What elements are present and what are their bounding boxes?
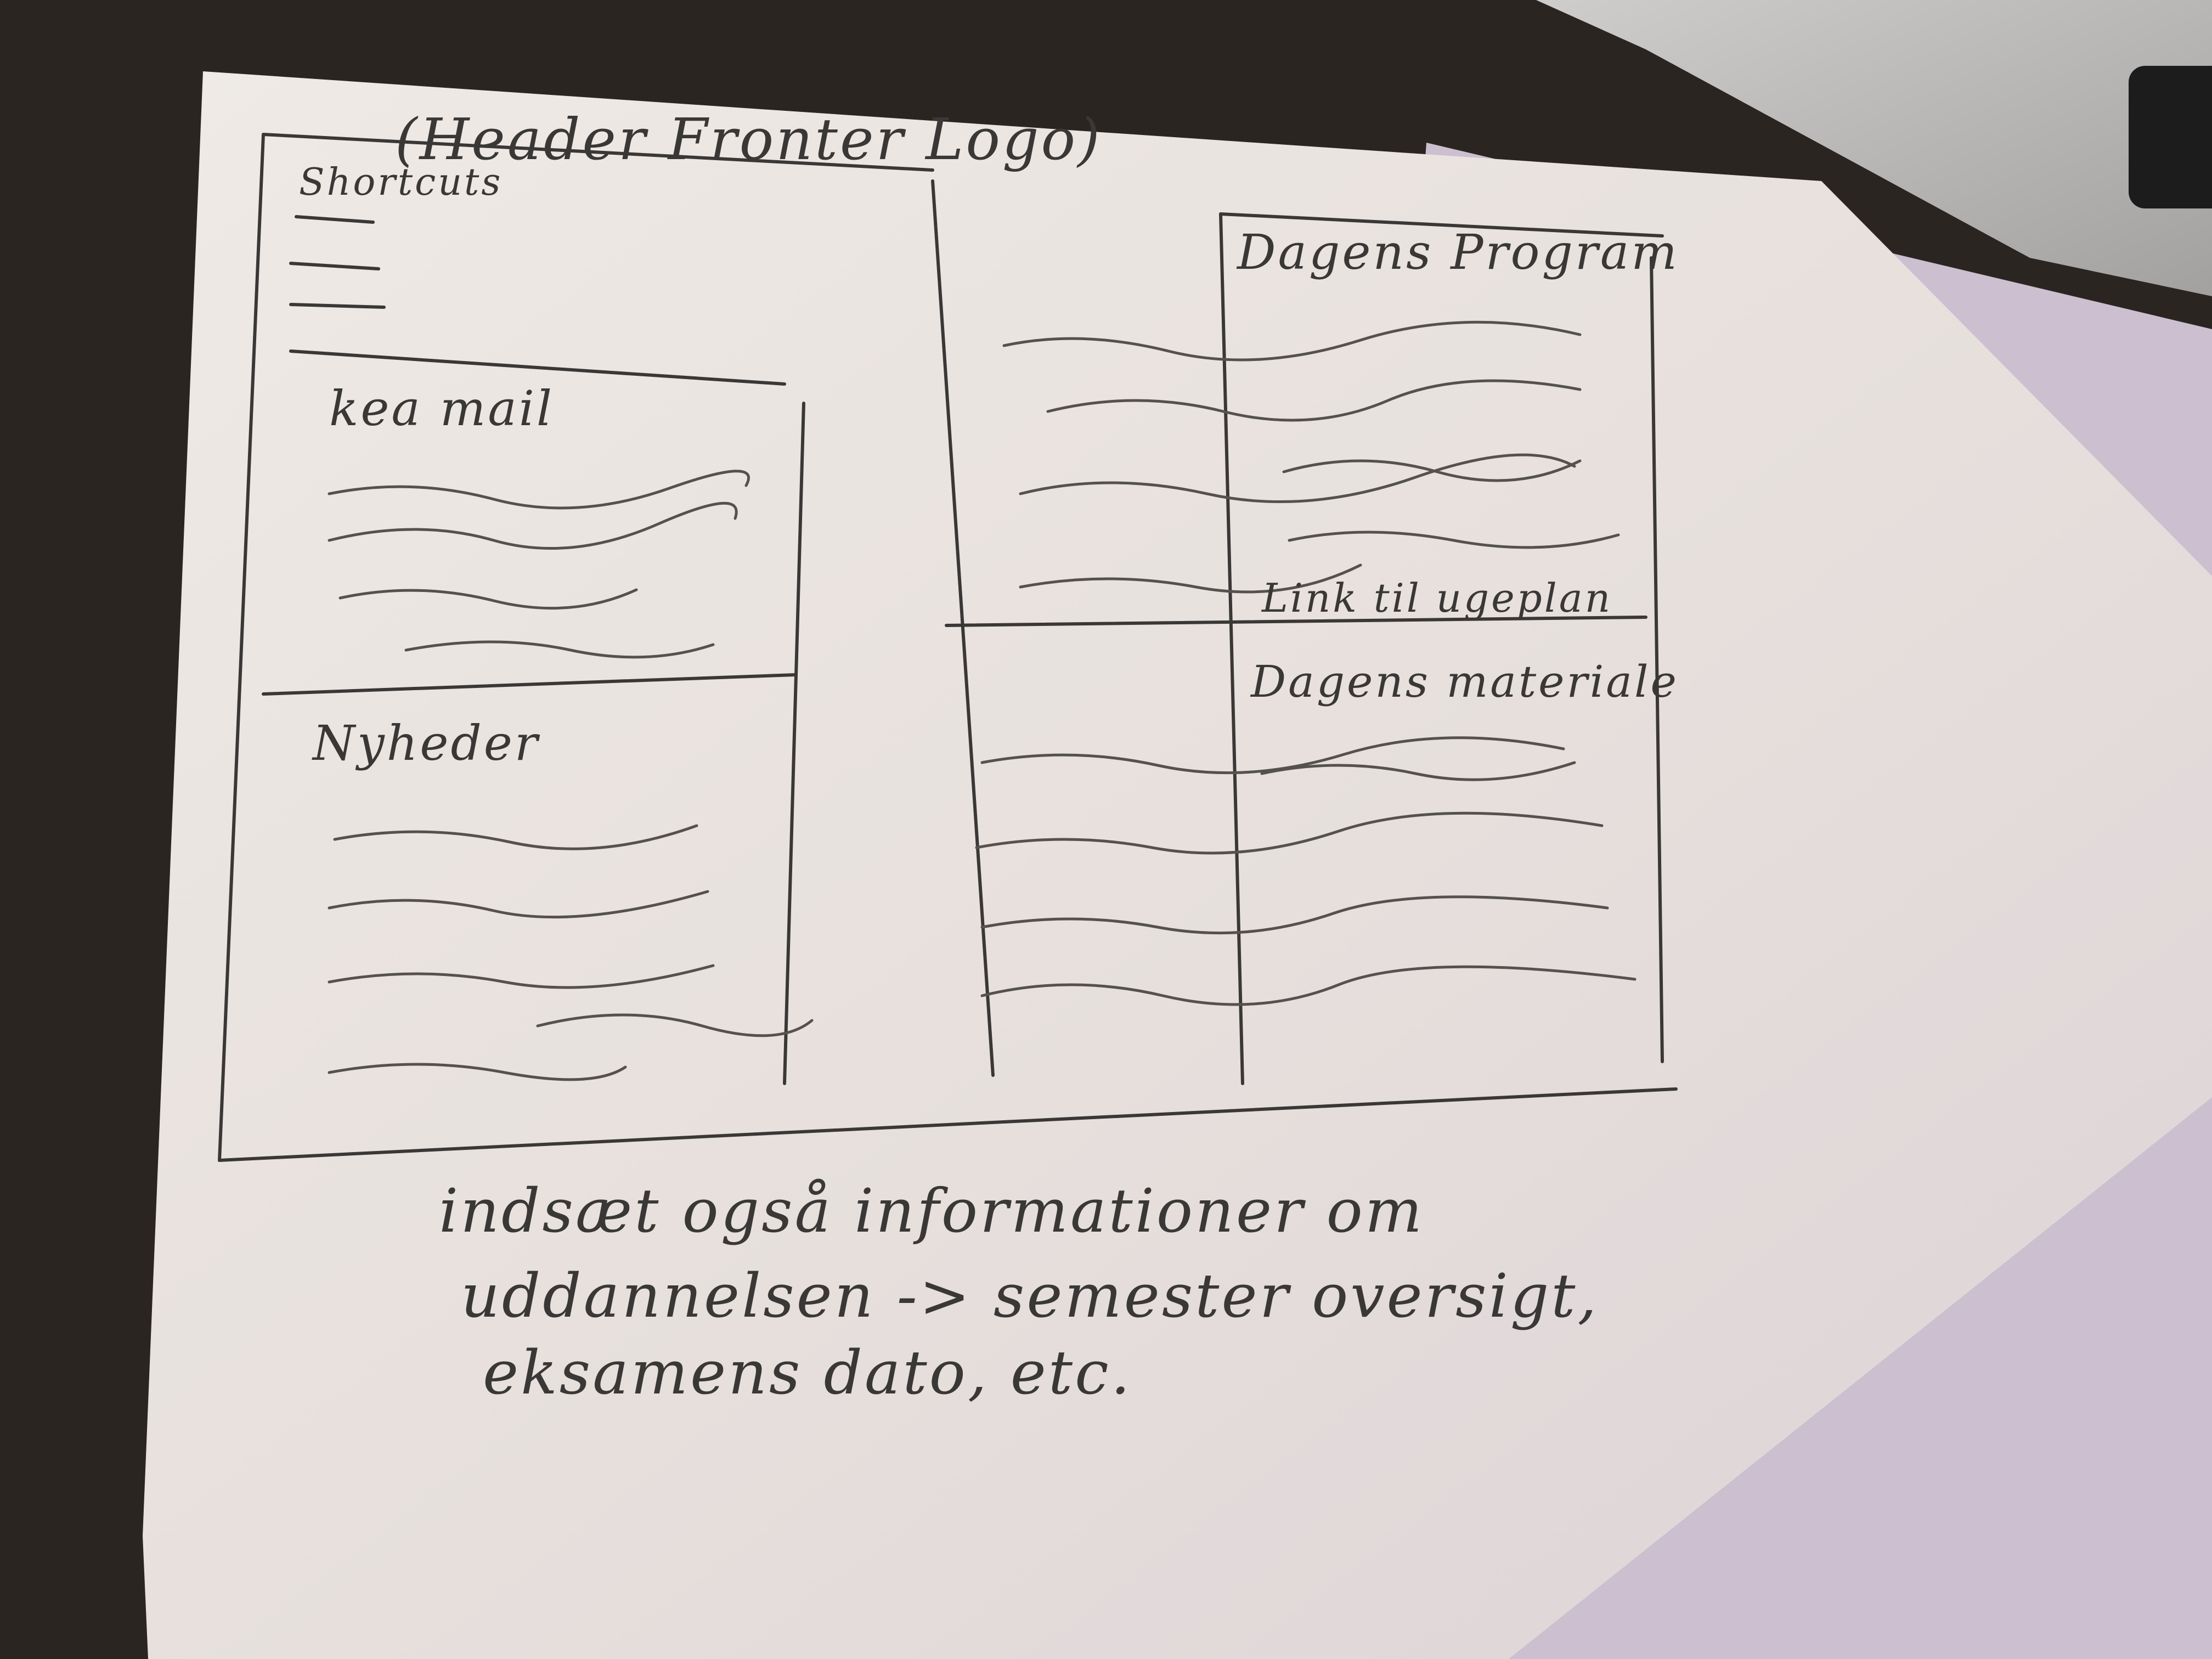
note-line-2: uddannelsen -> semester oversigt,	[461, 1261, 1599, 1331]
scribble-lines	[328, 320, 1637, 1081]
shortcuts-divider	[289, 349, 786, 386]
shortcut-line-3	[289, 303, 386, 309]
note-line-1: indsæt også informationer om	[439, 1176, 1424, 1246]
shortcut-line-2	[289, 262, 380, 270]
frame-left-line	[218, 133, 265, 1162]
dagens-program-label: Dagens Program	[1236, 224, 1679, 280]
link-ugeplan-label: Link til ugeplan	[1261, 575, 1612, 621]
mail-divider	[262, 673, 797, 696]
program-divider	[945, 616, 1647, 627]
dagens-materiale-label: Dagens materiale	[1250, 656, 1679, 707]
paper-sheet	[143, 71, 2212, 1659]
note-line-3: eksamens dato, etc.	[483, 1338, 1132, 1408]
frame-top-line	[262, 133, 934, 172]
right-top-line	[1219, 212, 1664, 238]
left-column-divider	[783, 402, 805, 1085]
frame-bottom-line	[218, 1087, 1678, 1162]
nyheder-label: Nyheder	[312, 715, 540, 771]
laptop-corner	[1536, 0, 2212, 296]
right-frame-line	[1650, 256, 1664, 1063]
shortcut-line-1	[295, 215, 375, 224]
kea-mail-label: kea mail	[329, 380, 554, 437]
shortcuts-label: Shortcuts	[299, 161, 503, 204]
handwritten-note: indsæt også informationer om uddannelsen…	[439, 1176, 1599, 1408]
